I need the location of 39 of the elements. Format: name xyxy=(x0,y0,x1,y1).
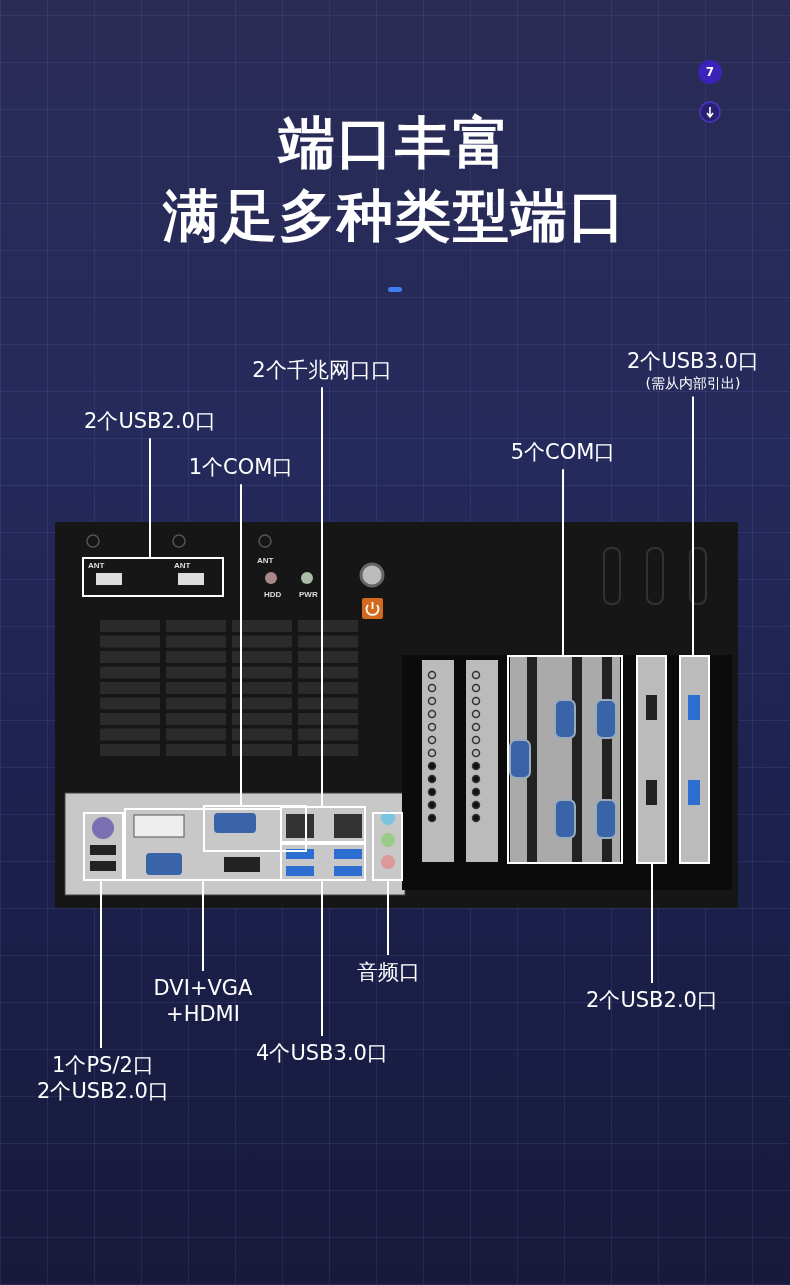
callout-note: (需从内部引出) xyxy=(644,374,742,393)
callout-label: 2个USB2.0口 xyxy=(586,987,718,1014)
led-label: HDD xyxy=(264,590,282,599)
leader-line xyxy=(240,483,242,806)
highlight-frame xyxy=(280,843,366,881)
leader-line xyxy=(651,863,653,984)
callout-label: 1个COM口 xyxy=(188,454,294,481)
leader-line xyxy=(100,880,102,1049)
title: 端口丰富 xyxy=(276,112,512,174)
callout-label: 5个COM口 xyxy=(510,439,616,466)
callout-label: 音频口 xyxy=(356,959,420,986)
leader-line xyxy=(149,437,151,558)
callout-label: 2个USB2.0口 xyxy=(84,408,216,435)
highlight-frame xyxy=(372,812,403,881)
leader-line xyxy=(692,395,694,656)
callout-label: 2个USB3.0口 xyxy=(627,348,759,375)
highlight-frame xyxy=(82,557,224,597)
subtitle: 满足多种类型端口 xyxy=(161,185,628,247)
highlight-frame xyxy=(124,808,282,881)
port-label: ANT xyxy=(257,556,274,565)
highlight-frame xyxy=(507,655,623,864)
highlight-frame xyxy=(679,655,710,864)
highlight-frame xyxy=(203,805,307,852)
leader-line xyxy=(321,386,323,807)
highlight-frame xyxy=(636,655,667,864)
leader-line xyxy=(202,880,204,972)
leader-line xyxy=(562,468,564,656)
callout-label: 1个PS/2口 2个USB2.0口 xyxy=(36,1052,170,1105)
callout-label: DVI+VGA +HDMI xyxy=(152,975,254,1028)
highlight-frame xyxy=(280,806,366,843)
callout-label: 4个USB3.0口 xyxy=(256,1040,388,1067)
leader-line xyxy=(321,880,323,1037)
highlight-frame xyxy=(83,812,124,881)
led-label: PWR xyxy=(299,590,318,599)
port-label: ANT xyxy=(88,561,105,570)
page-number-badge: 7 xyxy=(698,60,722,84)
port-label: ANT xyxy=(174,561,191,570)
leader-line xyxy=(387,880,389,956)
callout-label: 2个千兆网口口 xyxy=(252,357,392,384)
